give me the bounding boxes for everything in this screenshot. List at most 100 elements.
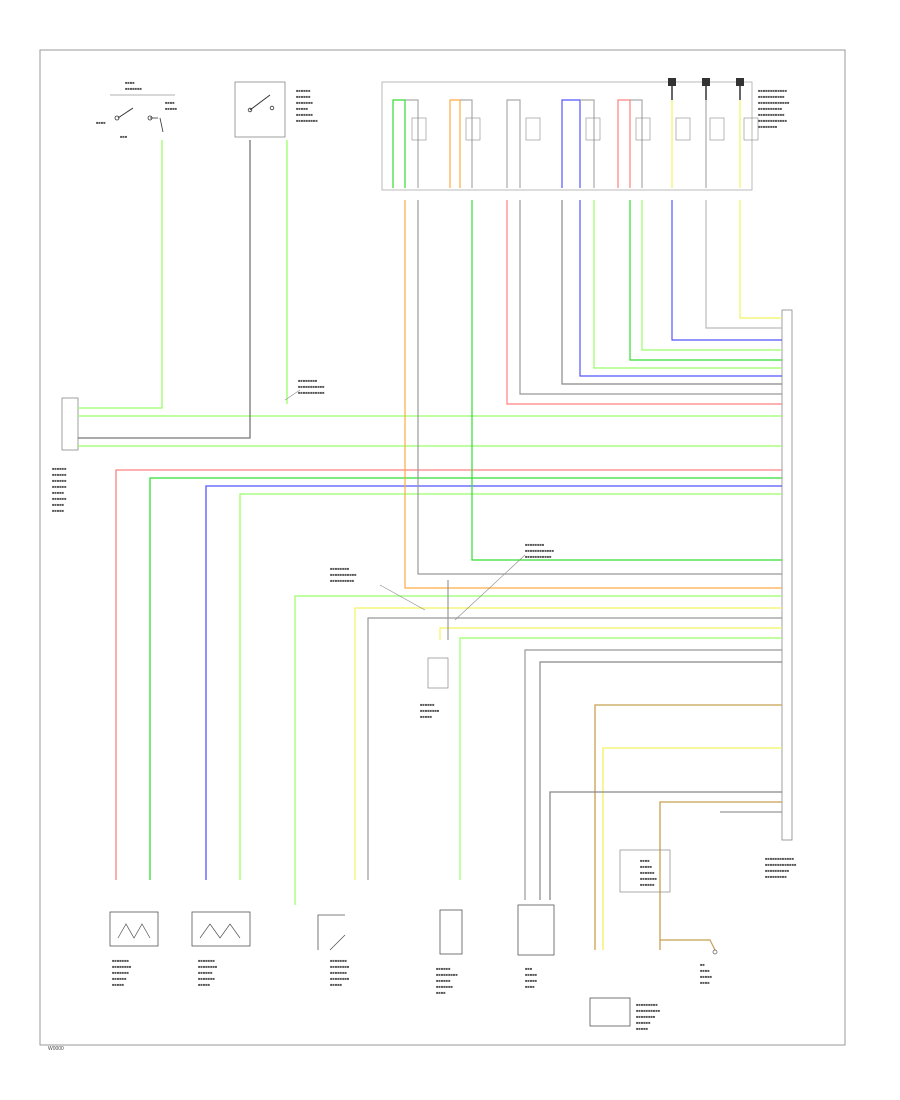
lower-right-wires — [549, 704, 782, 950]
callout-labels: ■■■■■■■■ ■■■■■■■■■■■ ■■■■■■■■■■■ ■■■■■■■… — [298, 378, 555, 583]
svg-text:■■■■■■■: ■■■■■■■ — [112, 970, 129, 975]
svg-text:■■■■■■■■■■■: ■■■■■■■■■■■ — [758, 94, 785, 99]
engine-control-module-connector: ■■■■■■■■■■■■ ■■■■■■■■■■■■■ ■■■■■■■■■■ ■■… — [765, 309, 797, 879]
ignition-switch: ■■■■ ■■■■■■■ ■■■■ ■■■■■ ■■■■ ■■■ — [96, 80, 178, 139]
vehicle-speed-sensor: ■■■ ■■■■■ ■■■■■ ■■■■ — [517, 904, 555, 989]
svg-text:■■■■■■■■: ■■■■■■■■ — [198, 964, 218, 969]
svg-text:■■■■■: ■■■■■ — [52, 502, 65, 507]
svg-text:■■■■■■: ■■■■■■ — [436, 978, 451, 983]
ground-icon — [668, 78, 676, 100]
svg-text:■■■■■■■■■■■■: ■■■■■■■■■■■■ — [758, 118, 788, 123]
svg-text:■■■: ■■■ — [120, 134, 128, 139]
svg-text:■■■■■■■■: ■■■■■■■■ — [330, 566, 350, 571]
svg-text:■■■■■: ■■■■■ — [52, 490, 65, 495]
overdrive-switch: ■■ ■■■■ ■■■■■ ■■■■ — [660, 939, 718, 985]
middle-wires — [294, 200, 782, 905]
svg-text:■■■■■■■■: ■■■■■■■■ — [112, 964, 132, 969]
svg-text:■■■■■■■■: ■■■■■■■■ — [330, 976, 350, 981]
svg-text:■■■■■■: ■■■■■■ — [52, 472, 67, 477]
svg-text:■■■■■■■■■: ■■■■■■■■■ — [636, 1002, 658, 1007]
svg-text:■■■■■: ■■■■■ — [330, 982, 343, 987]
svg-text:■■■■■■■■: ■■■■■■■■ — [420, 708, 440, 713]
svg-text:■■■■: ■■■■ — [165, 100, 175, 105]
svg-text:■■■■■■: ■■■■■■ — [52, 466, 67, 471]
svg-text:■■■■■■: ■■■■■■ — [640, 870, 655, 875]
top-inline-boxes — [411, 117, 759, 141]
svg-text:■■■■■■: ■■■■■■ — [52, 484, 67, 489]
svg-text:■■■■■■■: ■■■■■■■ — [296, 112, 313, 117]
svg-text:■■■■■■■■: ■■■■■■■■ — [298, 378, 318, 383]
svg-text:■■■■■■■: ■■■■■■■ — [296, 100, 313, 105]
svg-text:■■■: ■■■ — [525, 966, 533, 971]
svg-text:■■■■■■: ■■■■■■ — [112, 976, 127, 981]
svg-text:■■■■■■■■■■■: ■■■■■■■■■■■ — [525, 554, 552, 559]
svg-text:■■■■■■: ■■■■■■ — [640, 882, 655, 887]
svg-text:■■■■■■■: ■■■■■■■ — [198, 976, 215, 981]
svg-text:■■■■■■■■■■■■: ■■■■■■■■■■■■ — [758, 88, 788, 93]
svg-text:■■■■■: ■■■■■ — [525, 972, 538, 977]
svg-text:■■■■■■■■■■: ■■■■■■■■■■ — [758, 106, 783, 111]
crankshaft-position-sensor: ■■■■■■■ ■■■■■■■■ ■■■■■■■ ■■■■■■ ■■■■■ — [109, 911, 159, 987]
svg-text:■■■■■■■■■: ■■■■■■■■■ — [436, 972, 458, 977]
svg-text:■■■■: ■■■■ — [96, 120, 106, 125]
svg-text:■■■■■■■■■■: ■■■■■■■■■■ — [636, 1008, 661, 1013]
svg-text:■■■■■■■■■■■: ■■■■■■■■■■■ — [330, 572, 357, 577]
transmission-solenoid-assembly: ■■■■■■■■■ ■■■■■■■■■■ ■■■■■■■■ ■■■■■■ ■■■… — [589, 997, 661, 1031]
svg-text:■■■■: ■■■■ — [640, 858, 650, 863]
svg-text:■■■■■■: ■■■■■■ — [420, 702, 435, 707]
svg-text:■■■■■■■: ■■■■■■■ — [436, 984, 453, 989]
ground-icon — [736, 78, 744, 100]
svg-text:■■■■■: ■■■■■ — [198, 982, 211, 987]
svg-text:■■■■: ■■■■ — [525, 984, 535, 989]
svg-text:■■■■■■: ■■■■■■ — [198, 970, 213, 975]
svg-text:■■■■■■■■: ■■■■■■■■ — [758, 124, 778, 129]
svg-text:■■■■■■■■■■■■■: ■■■■■■■■■■■■■ — [765, 862, 797, 867]
svg-text:■■■■■■■■: ■■■■■■■■ — [525, 542, 545, 547]
svg-text:■■■■: ■■■■ — [700, 980, 710, 985]
svg-text:■■■■■■■: ■■■■■■■ — [330, 970, 347, 975]
svg-text:■■■■■■■■■■: ■■■■■■■■■■ — [765, 868, 790, 873]
camshaft-position-sensor: ■■■■■■■ ■■■■■■■■ ■■■■■■ ■■■■■■■ ■■■■■ — [191, 911, 251, 987]
svg-text:■■■■■: ■■■■■ — [52, 508, 65, 513]
svg-text:■■■■■: ■■■■■ — [165, 106, 178, 111]
svg-text:■■: ■■ — [700, 962, 705, 967]
svg-text:■■■■■: ■■■■■ — [420, 714, 433, 719]
svg-text:■■■■■■■■■■■■■: ■■■■■■■■■■■■■ — [758, 100, 790, 105]
callout-leaders — [284, 389, 526, 621]
engine-coolant-temp-sensor: ■■■■■■ ■■■■■■■■■ ■■■■■■ ■■■■■■■ ■■■■ — [436, 909, 463, 995]
svg-text:■■■■■■■: ■■■■■■■ — [112, 958, 129, 963]
throttle-position-sensor: ■■■■■■■ ■■■■■■■■ ■■■■■■■ ■■■■■■■■ ■■■■■ — [317, 914, 350, 987]
top-connector-block: ■■■■■■■■■■■■ ■■■■■■■■■■■ ■■■■■■■■■■■■■ ■… — [381, 78, 790, 191]
svg-text:■■■■■■■■■■■: ■■■■■■■■■■■ — [298, 384, 325, 389]
svg-text:■■■■■■■■: ■■■■■■■■ — [330, 964, 350, 969]
svg-text:■■■■■■: ■■■■■■ — [436, 966, 451, 971]
svg-text:■■■■■■■: ■■■■■■■ — [198, 958, 215, 963]
solenoid-connector-box: ■■■■ ■■■■■ ■■■■■■ ■■■■■■■ ■■■■■■ — [619, 849, 671, 893]
transfer-switch: ■■■■■■ ■■■■■■ ■■■■■■■ ■■■■■ ■■■■■■■ ■■■■… — [234, 81, 318, 138]
svg-text:■■■■■: ■■■■■ — [636, 1026, 649, 1031]
svg-text:■■■■■■: ■■■■■■ — [52, 496, 67, 501]
footer-code: W0000 — [48, 1046, 64, 1052]
svg-text:■■■■■■: ■■■■■■ — [636, 1020, 651, 1025]
svg-text:■■■■■■■■■: ■■■■■■■■■ — [296, 118, 318, 123]
svg-text:■■■■■: ■■■■■ — [525, 978, 538, 983]
svg-text:■■■■■■: ■■■■■■ — [296, 88, 311, 93]
svg-text:■■■■: ■■■■ — [436, 990, 446, 995]
horizontal-wires — [78, 140, 782, 880]
svg-text:■■■■■■■■■: ■■■■■■■■■ — [765, 874, 787, 879]
top-vertical-wires — [392, 99, 741, 188]
svg-text:■■■■■■■■: ■■■■■■■■ — [636, 1014, 656, 1019]
svg-text:■■■■■■■: ■■■■■■■ — [640, 876, 657, 881]
svg-text:■■■■: ■■■■ — [125, 80, 135, 85]
relay-connector: ■■■■■■ ■■■■■■ ■■■■■■ ■■■■■■ ■■■■■ ■■■■■■… — [52, 397, 79, 513]
svg-text:■■■■■: ■■■■■ — [296, 106, 309, 111]
inline-connector: ■■■■■■ ■■■■■■■■ ■■■■■ — [420, 657, 449, 719]
svg-text:■■■■■■■■■■■■: ■■■■■■■■■■■■ — [525, 548, 555, 553]
svg-text:■■■■■■■■■■■■: ■■■■■■■■■■■■ — [765, 856, 795, 861]
svg-text:■■■■■: ■■■■■ — [700, 974, 713, 979]
svg-text:■■■■■■■: ■■■■■■■ — [125, 86, 142, 91]
diagram-frame — [39, 49, 846, 1046]
svg-text:■■■■■■■■■■■: ■■■■■■■■■■■ — [758, 112, 785, 117]
svg-text:■■■■■■■■■■: ■■■■■■■■■■ — [330, 578, 355, 583]
